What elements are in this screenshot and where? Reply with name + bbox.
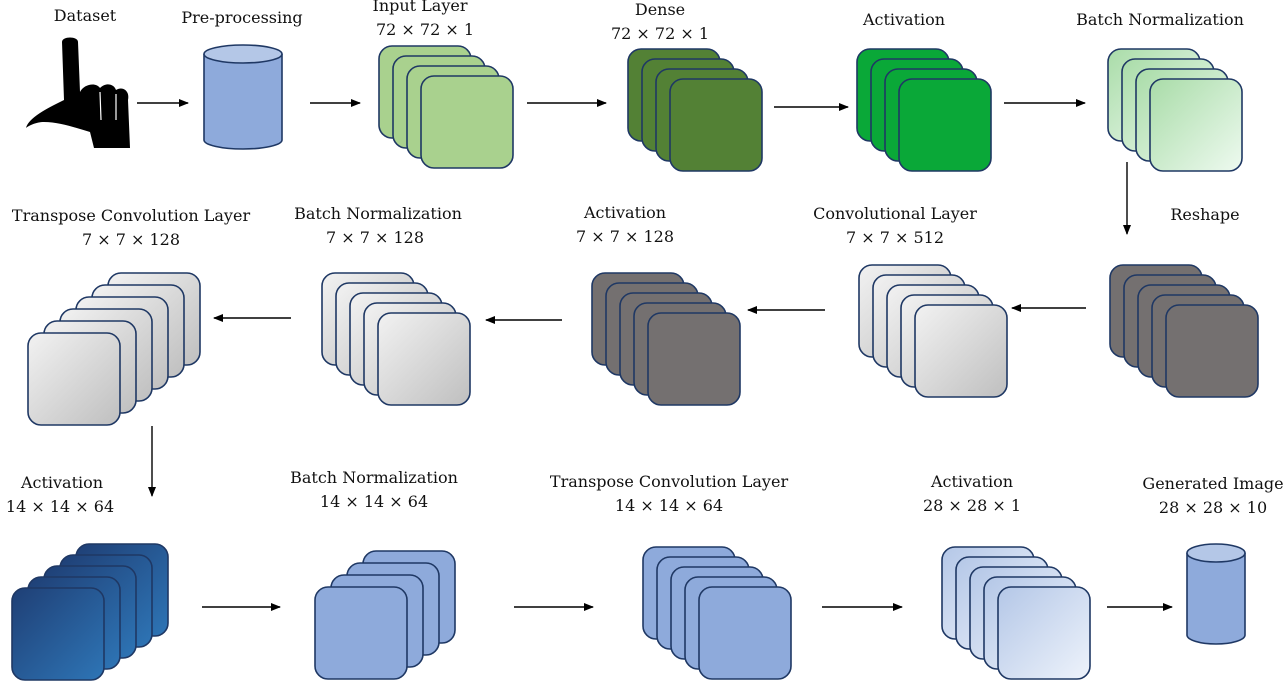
- activation-3-stack: [11, 543, 169, 681]
- batch-normalization-1-stack-card: [1149, 78, 1243, 172]
- dense-stack-card: [669, 78, 763, 172]
- activation-1-label: Activation: [862, 10, 946, 29]
- batch-normalization-1-label: Batch Normalization: [1076, 10, 1244, 29]
- reshape-stack: [1109, 264, 1259, 398]
- batch-normalization-1-stack: [1107, 48, 1243, 172]
- batch-normalization-3-dims: 14 × 14 × 64: [319, 492, 429, 511]
- convolutional-layer-label: Convolutional Layer: [813, 204, 977, 223]
- reshape-stack-card: [1165, 304, 1259, 398]
- dataset-label: Dataset: [53, 6, 117, 25]
- transpose-convolution-1-label: Transpose Convolution Layer: [11, 206, 251, 225]
- dense-dims: 72 × 72 × 1: [610, 24, 710, 43]
- convolutional-layer-stack: [858, 264, 1008, 398]
- activation-1-stack-card: [898, 78, 992, 172]
- activation-1-stack: [856, 48, 992, 172]
- transpose-convolution-1-dims: 7 × 7 × 128: [81, 230, 181, 249]
- transpose-convolution-2-dims: 14 × 14 × 64: [614, 496, 724, 515]
- batch-normalization-2-stack: [321, 272, 471, 406]
- batch-normalization-3-stack-card: [314, 586, 408, 680]
- activation-4-stack-card: [997, 586, 1091, 680]
- activation-3-stack-card: [11, 587, 105, 681]
- input-layer-label: Input Layer: [372, 0, 468, 15]
- transpose-convolution-2-stack: [642, 546, 792, 680]
- transpose-convolution-2-stack-card: [698, 586, 792, 680]
- batch-normalization-2-stack-card: [377, 312, 471, 406]
- generated-image-database-icon: [1186, 543, 1246, 645]
- transpose-convolution-1-stack: [27, 272, 201, 426]
- dense-stack: [627, 48, 763, 172]
- input-layer-stack-card: [420, 75, 514, 169]
- activation-3-label: Activation: [20, 473, 104, 492]
- batch-normalization-2-label: Batch Normalization: [294, 204, 462, 223]
- activation-2-stack-card: [647, 312, 741, 406]
- generated-image-dims: 28 × 28 × 10: [1158, 498, 1268, 517]
- reshape-label: Reshape: [1170, 205, 1240, 224]
- activation-4-dims: 28 × 28 × 1: [922, 496, 1022, 515]
- convolutional-layer-dims: 7 × 7 × 512: [845, 228, 945, 247]
- activation-4-label: Activation: [930, 472, 1014, 491]
- input-layer-stack: [378, 45, 514, 169]
- activation-2-stack: [591, 272, 741, 406]
- batch-normalization-2-dims: 7 × 7 × 128: [325, 228, 425, 247]
- activation-3-dims: 14 × 14 × 64: [5, 497, 115, 516]
- generated-image-label: Generated Image: [1142, 474, 1284, 493]
- activation-2-dims: 7 × 7 × 128: [575, 227, 675, 246]
- batch-normalization-3-stack: [314, 550, 456, 680]
- preprocessing-label: Pre-processing: [181, 8, 303, 27]
- hand-gesture-icon: [26, 37, 130, 148]
- transpose-convolution-2-label: Transpose Convolution Layer: [549, 472, 789, 491]
- activation-2-label: Activation: [583, 203, 667, 222]
- activation-4-stack: [941, 546, 1091, 680]
- dense-label: Dense: [634, 0, 686, 19]
- input-layer-dims: 72 × 72 × 1: [375, 20, 475, 39]
- preprocessing-database-icon: [203, 44, 283, 150]
- convolutional-layer-stack-card: [914, 304, 1008, 398]
- batch-normalization-3-label: Batch Normalization: [290, 468, 458, 487]
- transpose-convolution-1-stack-card: [27, 332, 121, 426]
